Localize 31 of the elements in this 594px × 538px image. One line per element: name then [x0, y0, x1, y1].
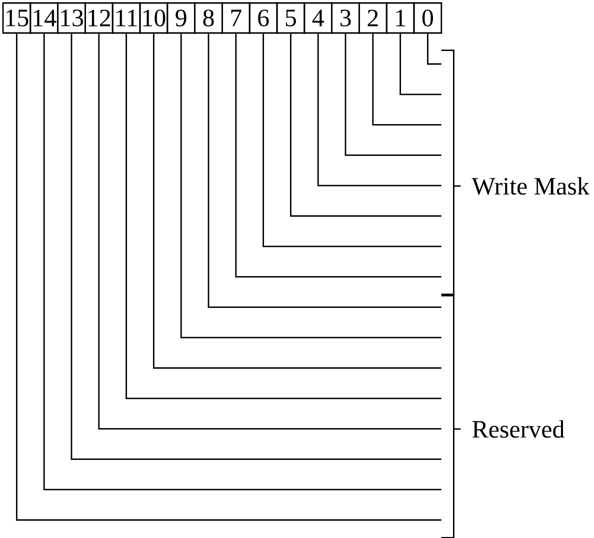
bit-cell: 14 — [30, 2, 58, 34]
bit-cell: 3 — [331, 2, 360, 34]
bit-line — [400, 34, 442, 96]
bit-cell: 9 — [166, 2, 196, 34]
bracket — [441, 50, 461, 296]
bit-cell: 4 — [304, 2, 332, 34]
bracket-label: Write Mask — [472, 177, 590, 195]
bit-cell: 15 — [2, 2, 32, 34]
bit-cell: 11 — [112, 2, 141, 34]
bit-line — [290, 34, 442, 217]
bit-line — [235, 34, 442, 278]
bit-line — [317, 34, 442, 186]
bit-cell: 2 — [358, 2, 388, 34]
bit-line — [344, 34, 442, 156]
bit-cell: 10 — [139, 2, 168, 34]
bit-cell: 1 — [386, 2, 415, 34]
bit-line — [427, 34, 442, 65]
bit-line — [153, 34, 442, 369]
bit-cell: 5 — [276, 2, 306, 34]
bit-line — [372, 34, 442, 126]
bracket — [441, 294, 461, 538]
bit-line — [208, 34, 442, 308]
bit-cell: 12 — [84, 2, 114, 34]
bit-cell: 7 — [222, 2, 250, 34]
bit-cell: 8 — [194, 2, 223, 34]
bit-cell: 6 — [248, 2, 278, 34]
bit-line — [262, 34, 442, 248]
bracket-label: Reserved — [472, 420, 564, 438]
bit-cell: 13 — [57, 2, 86, 34]
bit-line — [180, 34, 442, 338]
bit-cell: 0 — [413, 2, 442, 34]
